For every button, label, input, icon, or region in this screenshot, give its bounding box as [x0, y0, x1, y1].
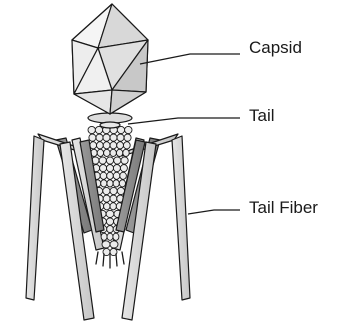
capsid-face-bottom-right — [110, 90, 146, 114]
tail-sheath-bead — [117, 142, 124, 149]
tail-fiber-left-lower — [26, 136, 44, 300]
tail-sheath-bead — [106, 157, 113, 164]
tail-sheath-bead — [110, 187, 117, 194]
tail-collar — [88, 113, 132, 128]
tail-sheath-bead — [103, 142, 110, 149]
spike — [96, 252, 98, 264]
capsid-label: Capsid — [249, 39, 302, 56]
tail-sheath-bead — [106, 218, 113, 225]
tail-sheath-bead — [119, 180, 125, 187]
tail-sheath-bead — [104, 149, 110, 156]
tail-sheath-bead — [101, 233, 107, 240]
tail-sheath-bead — [110, 203, 116, 210]
tail-sheath-bead — [102, 241, 110, 248]
tail-sheath-bead — [113, 165, 120, 172]
tail-fiber-right-lower — [172, 136, 190, 300]
tail-sheath-bead — [117, 134, 124, 141]
capsid-face-bottom-left — [74, 90, 112, 114]
tail-label: Tail — [249, 107, 275, 124]
tail-sheath-bead — [117, 187, 124, 194]
tail-sheath-bead — [123, 142, 130, 149]
spike — [103, 254, 104, 266]
tail-sheath-bead — [106, 210, 114, 217]
tail-sheath-bead — [121, 157, 128, 164]
tail-sheath-bead — [104, 203, 110, 210]
capsid — [72, 4, 148, 114]
tail-sheath-bead — [103, 187, 110, 194]
tail-sheath-bead — [113, 233, 119, 240]
tail-sheath-bead — [120, 172, 127, 179]
tail-sheath-bead — [107, 233, 113, 240]
tail-fiber-leader-line — [188, 210, 240, 214]
tail-sheath-bead — [101, 180, 107, 187]
tail-sheath-bead — [114, 157, 121, 164]
tail-sheath-bead — [107, 165, 114, 172]
tail-sheath-bead — [113, 180, 119, 187]
tail-sheath-bead — [89, 134, 96, 141]
tail-sheath-bead — [88, 126, 95, 133]
tail-sheath-bead — [110, 134, 117, 141]
tail-sheath-bead — [97, 149, 103, 156]
tail-sheath-bead — [107, 172, 114, 179]
tail-sheath-bead — [123, 149, 129, 156]
tail-sheath-bead — [103, 195, 110, 202]
tail-sheath-bead — [103, 134, 110, 141]
tail-sheath-bead — [100, 172, 107, 179]
tail-sheath-bead — [110, 142, 117, 149]
baseplate-spikes — [96, 252, 124, 268]
tail-sheath-bead — [110, 149, 116, 156]
tail-sheath-bead — [100, 165, 107, 172]
collar-ring — [100, 122, 120, 128]
tail-sheath-bead — [120, 165, 127, 172]
tail-sheath-bead — [110, 195, 117, 202]
tail-sheath-bead — [113, 172, 120, 179]
tail-sheath-bead — [99, 157, 106, 164]
tail-leader-line — [128, 118, 240, 124]
tail-sheath-bead — [107, 226, 114, 233]
tail-sheath-bead — [124, 134, 131, 141]
tail-sheath-bead — [107, 180, 113, 187]
capsid-leader-line — [140, 54, 240, 64]
spike — [116, 254, 117, 266]
tail-sheath-bead — [116, 149, 122, 156]
tail-fiber-label: Tail Fiber — [249, 199, 318, 216]
tail-sheath-bead — [96, 134, 103, 141]
tail-sheath-bead — [97, 142, 104, 149]
tail-sheath-bead — [125, 126, 132, 133]
spike — [122, 252, 124, 264]
tail-sheath-bead — [110, 241, 118, 248]
